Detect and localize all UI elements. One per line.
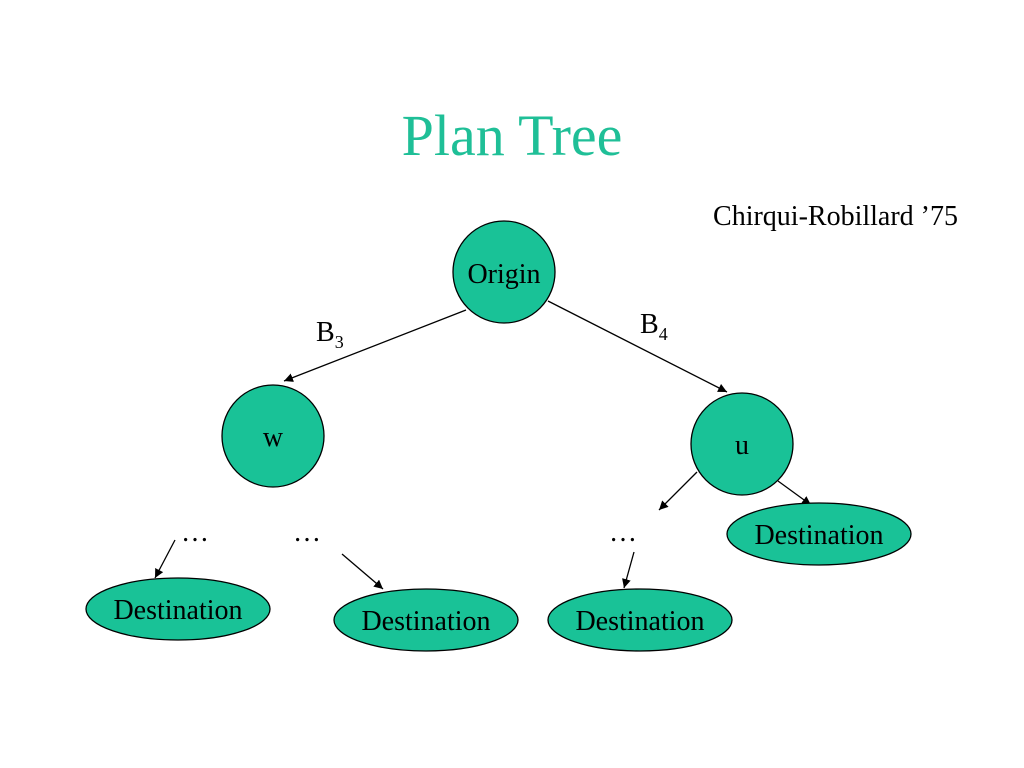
node-u: u (690, 392, 794, 496)
destination-center-right-label: Destination (575, 606, 704, 637)
arrow-right-ellipsis-to-destination (622, 551, 635, 589)
ellipsis-right: … (609, 517, 637, 548)
arrow-mid-ellipsis-to-destination (341, 553, 384, 590)
ellipsis-left: … (181, 517, 209, 548)
node-origin: Origin (452, 220, 556, 324)
edge-label-b3-letter: B (316, 317, 335, 348)
destination-node-middle: Destination (333, 588, 519, 652)
destination-right-label: Destination (754, 520, 883, 551)
edge-label-b4: B4 (640, 309, 668, 344)
node-origin-label: Origin (467, 259, 540, 290)
node-w: w (221, 384, 325, 488)
edge-origin-to-w (283, 309, 467, 382)
arrow-left-ellipsis-to-destination (154, 539, 176, 579)
destination-node-right: Destination (726, 502, 912, 566)
edge-label-b3-subscript: 3 (335, 332, 344, 352)
slide-title: Plan Tree (402, 103, 623, 168)
citation: Chirqui-Robillard ’75 (713, 201, 958, 232)
arrow-u-to-ellipsis (658, 471, 698, 511)
ellipsis-middle: … (293, 517, 321, 548)
edge-label-b3: B3 (316, 317, 344, 352)
node-w-label: w (263, 422, 284, 453)
destination-node-left: Destination (85, 577, 271, 641)
edge-label-b4-subscript: 4 (659, 324, 668, 344)
edge-origin-to-u (547, 300, 728, 393)
node-u-label: u (735, 430, 749, 461)
destination-node-center-right: Destination (547, 588, 733, 652)
edge-label-b4-letter: B (640, 309, 659, 340)
destination-middle-label: Destination (361, 606, 490, 637)
arrow-u-to-destination (777, 480, 812, 506)
destination-left-label: Destination (113, 595, 242, 626)
